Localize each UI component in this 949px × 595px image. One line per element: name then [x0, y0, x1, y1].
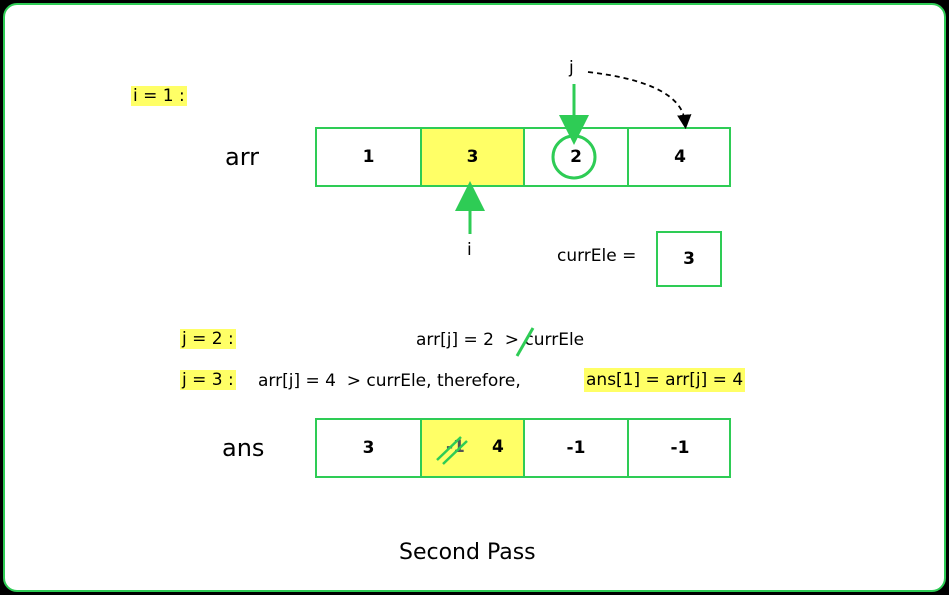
j-pointer-label: j [569, 58, 574, 78]
step-j3-text: arr[j] = 4 > currEle, therefore, [258, 371, 521, 391]
arr-cell-3: 4 [627, 129, 731, 185]
arr-cell-1: 3 [420, 129, 523, 185]
ans-cell-3: -1 [627, 420, 731, 476]
caption: Second Pass [399, 540, 536, 565]
old-value-strike-2 [442, 440, 468, 465]
curr-ele-label: currEle = [557, 246, 637, 266]
old-value-strike-1 [436, 436, 462, 461]
ans-label: ans [222, 434, 265, 462]
ans-cell-1-new-value: 4 [492, 437, 504, 457]
step-j2-comparison: arr[j] = 2 > currEle [416, 330, 584, 350]
j-target-circle [551, 134, 597, 180]
arr-array: 1 3 2 4 [315, 127, 731, 187]
ans-cell-0: 3 [362, 438, 375, 458]
ans-cell-1-old-value: -1 [446, 437, 465, 457]
step-j2-struck-operator: > [504, 330, 520, 350]
comparison-strike-mark [515, 327, 535, 357]
step-j2-text-after: currEle [524, 330, 585, 350]
iteration-label: i = 1 : [131, 86, 187, 106]
arr-cell-0: 1 [362, 147, 375, 167]
step-j2-label: j = 2 : [180, 329, 236, 349]
curr-ele-box: 3 [656, 231, 722, 287]
j-advance-arrow [587, 71, 692, 130]
arr-cell-2: 2 [523, 129, 627, 185]
arr-label: arr [225, 143, 260, 171]
i-pointer-label: i [467, 240, 472, 260]
ans-cell-2: -1 [523, 420, 627, 476]
step-j2-text-before: arr[j] = 2 [416, 330, 494, 350]
ans-array: 3 -1 4 -1 -1 [315, 418, 731, 478]
step-j3-label: j = 3 : [180, 370, 236, 390]
ans-cell-1: -1 4 [420, 420, 523, 476]
step-j3-result: ans[1] = arr[j] = 4 [584, 368, 746, 392]
